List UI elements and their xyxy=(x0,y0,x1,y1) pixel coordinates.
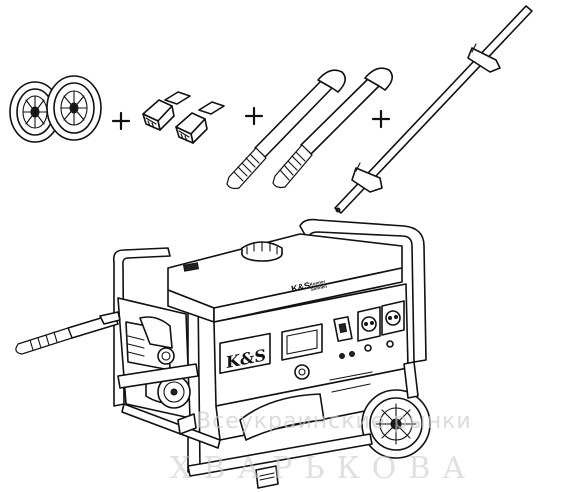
bracket-icon xyxy=(142,91,191,131)
generator-icon: K&S Konner Sohnen K&S xyxy=(15,218,431,489)
tank-text-line2: Sohnen xyxy=(310,284,327,292)
wheel-icon xyxy=(46,75,102,141)
tank-text-line1: Konner xyxy=(309,279,326,287)
socket-icon xyxy=(381,300,405,336)
handle-icon xyxy=(272,67,393,189)
tank-logo: K&S xyxy=(290,280,311,294)
plus-icon xyxy=(371,109,391,129)
watermark-line1: Всеукраинские рынки xyxy=(196,409,472,434)
plus-icon xyxy=(111,111,131,131)
socket-icon xyxy=(357,306,381,342)
handle-icon xyxy=(226,69,346,190)
rod-icon xyxy=(334,5,533,214)
watermark-line2: ХВАРЬКОВА xyxy=(170,451,477,486)
bracket-icon xyxy=(175,101,225,144)
plus-icon xyxy=(244,106,264,126)
